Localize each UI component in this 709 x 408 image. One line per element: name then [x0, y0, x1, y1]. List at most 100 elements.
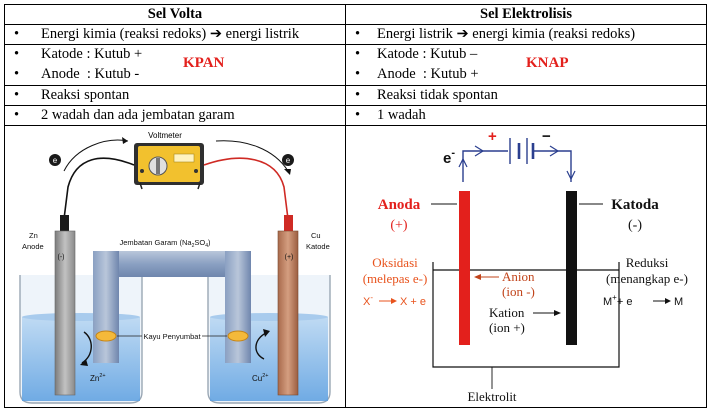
cu-plus-label: (+) [285, 254, 294, 261]
volta-energy-from: Energi kimia (reaksi redoks) [41, 26, 207, 42]
reduksi-equation: M++ e [603, 293, 632, 308]
arrow-right-icon [474, 145, 485, 157]
electron-icon [49, 154, 61, 166]
arrowhead-icon [554, 310, 561, 316]
header-sel-volta: Sel Volta [4, 4, 346, 25]
arrowhead-icon [474, 274, 481, 280]
elektrolisis-anode: Anode : Kutub + [377, 66, 479, 82]
wire-left [462, 150, 508, 182]
bullet: • [355, 66, 361, 82]
elektrolit-label: Elektrolit [467, 389, 516, 404]
anion-label: Anion [502, 269, 535, 284]
volta-cell-diagram: Voltmeter [6, 127, 344, 406]
electrolysis-container [432, 262, 620, 368]
reduksi-label: Reduksi [626, 255, 669, 270]
bullet: • [355, 107, 361, 123]
arrowhead-icon [284, 169, 291, 175]
elektrolisis-mnemonic: KNAP [526, 55, 569, 71]
elektrolisis-energy: Energi listrik ➔ energi kimia (reaksi re… [377, 26, 635, 43]
oksidasi-equation: X- [363, 293, 373, 308]
oksidasi-label: Oksidasi [372, 255, 418, 270]
volta-mnemonic: KPAN [183, 55, 225, 71]
zn-label: Zn [29, 231, 38, 240]
volta-katode: Katode : Kutub + [41, 46, 143, 62]
elektrolisis-cell-diagram: + − e- Anoda (+) Katoda [347, 127, 705, 406]
row-wadah: • 2 wadah dan ada jembatan garam • 1 wad… [4, 105, 707, 126]
bullet: • [355, 46, 361, 62]
volta-energy: Energi kimia (reaksi redoks) ➔ energi li… [41, 26, 299, 43]
arrowhead-icon [391, 298, 397, 304]
katoda-label: Katoda [611, 197, 659, 213]
arrowhead-icon [263, 329, 270, 337]
row-electrodes: • Katode : Kutub + • Anode : Kutub - KPA… [4, 44, 707, 86]
bullet: • [14, 66, 20, 82]
bullet: • [14, 87, 20, 103]
arrowhead-icon [665, 298, 671, 304]
menangkap-label: (menangkap e-) [606, 271, 688, 286]
ion-arrow [255, 332, 267, 360]
katoda-electrode [566, 191, 577, 345]
anoda-sign-label: (+) [390, 218, 408, 233]
bullet: • [14, 46, 20, 62]
volta-wadah: 2 wadah dan ada jembatan garam [41, 107, 235, 123]
arrowhead-icon [122, 137, 128, 144]
volta-anode: Anode : Kutub - [41, 66, 140, 82]
elektrolisis-wadah: 1 wadah [377, 107, 426, 123]
battery-minus-label: − [542, 128, 551, 145]
melepas-label: (melepas e-) [363, 271, 428, 286]
elektrolisis-energy-to: energi kimia (reaksi redoks) [472, 26, 636, 42]
oksidasi-equation-right: X + e [400, 296, 426, 308]
volta-reaksi: Reaksi spontan [41, 87, 130, 103]
anode-label: Anode [22, 242, 44, 251]
plug-left [95, 330, 117, 342]
bullet: • [14, 107, 20, 123]
kation-sub-label: (ion +) [489, 320, 525, 335]
arrowhead-icon [80, 359, 88, 366]
cu-electrode [277, 230, 299, 396]
arrow-up-icon [458, 157, 468, 168]
bullet: • [355, 87, 361, 103]
left-beaker [19, 275, 143, 404]
voltmeter-label: Voltmeter [148, 131, 182, 140]
header-sel-elektrolisis: Sel Elektrolisis [345, 4, 707, 25]
row-reaksi: • Reaksi spontan • Reaksi tidak spontan [4, 85, 707, 106]
arrow-down-icon [566, 170, 576, 181]
arrow-right-icon: ➔ [209, 26, 223, 42]
zn-clip [60, 215, 69, 231]
wire-cu [203, 157, 289, 220]
kayu-penyumbat-label: Kayu Penyumbat [143, 332, 201, 341]
salt-bridge-label: Jembatan Garam (Na2SO4) [119, 238, 211, 249]
comparison-table: Sel Volta Sel Elektrolisis • Energi kimi… [4, 4, 707, 408]
katoda-sign-label: (-) [628, 218, 642, 233]
electron-label: e- [443, 147, 455, 167]
elektrolisis-katode: Katode : Kutub – [377, 46, 478, 62]
row-diagrams: Voltmeter [4, 125, 707, 408]
header-row: Sel Volta Sel Elektrolisis [4, 4, 707, 25]
electron-icon [282, 154, 294, 166]
wire-right [533, 150, 572, 182]
zn-ion-label: Zn2+ [90, 373, 106, 383]
bullet: • [355, 26, 361, 42]
anoda-electrode [459, 191, 470, 345]
cu-ion-label: Cu2+ [252, 373, 269, 383]
row-energy: • Energi kimia (reaksi redoks) ➔ energi … [4, 24, 707, 45]
cu-label: Cu [311, 231, 321, 240]
anoda-label: Anoda [378, 197, 421, 213]
kation-label: Kation [489, 305, 525, 320]
volta-energy-to: energi listrik [225, 26, 300, 42]
plug-right [227, 330, 249, 342]
electron-label: e [286, 156, 291, 165]
electron-label: e [53, 156, 58, 165]
zn-electrode [54, 230, 76, 396]
anion-sub-label: (ion -) [502, 284, 535, 299]
voltmeter-icon [134, 143, 204, 190]
reduksi-equation-right: M [674, 296, 683, 308]
wire-zn [63, 157, 135, 220]
electron-flow-arrow-right [215, 140, 289, 172]
zn-minus-label: (-) [58, 254, 65, 261]
bullet: • [14, 26, 20, 42]
katode-label: Katode [306, 242, 330, 251]
elektrolisis-background [347, 127, 705, 406]
battery-plus-label: + [488, 128, 497, 145]
